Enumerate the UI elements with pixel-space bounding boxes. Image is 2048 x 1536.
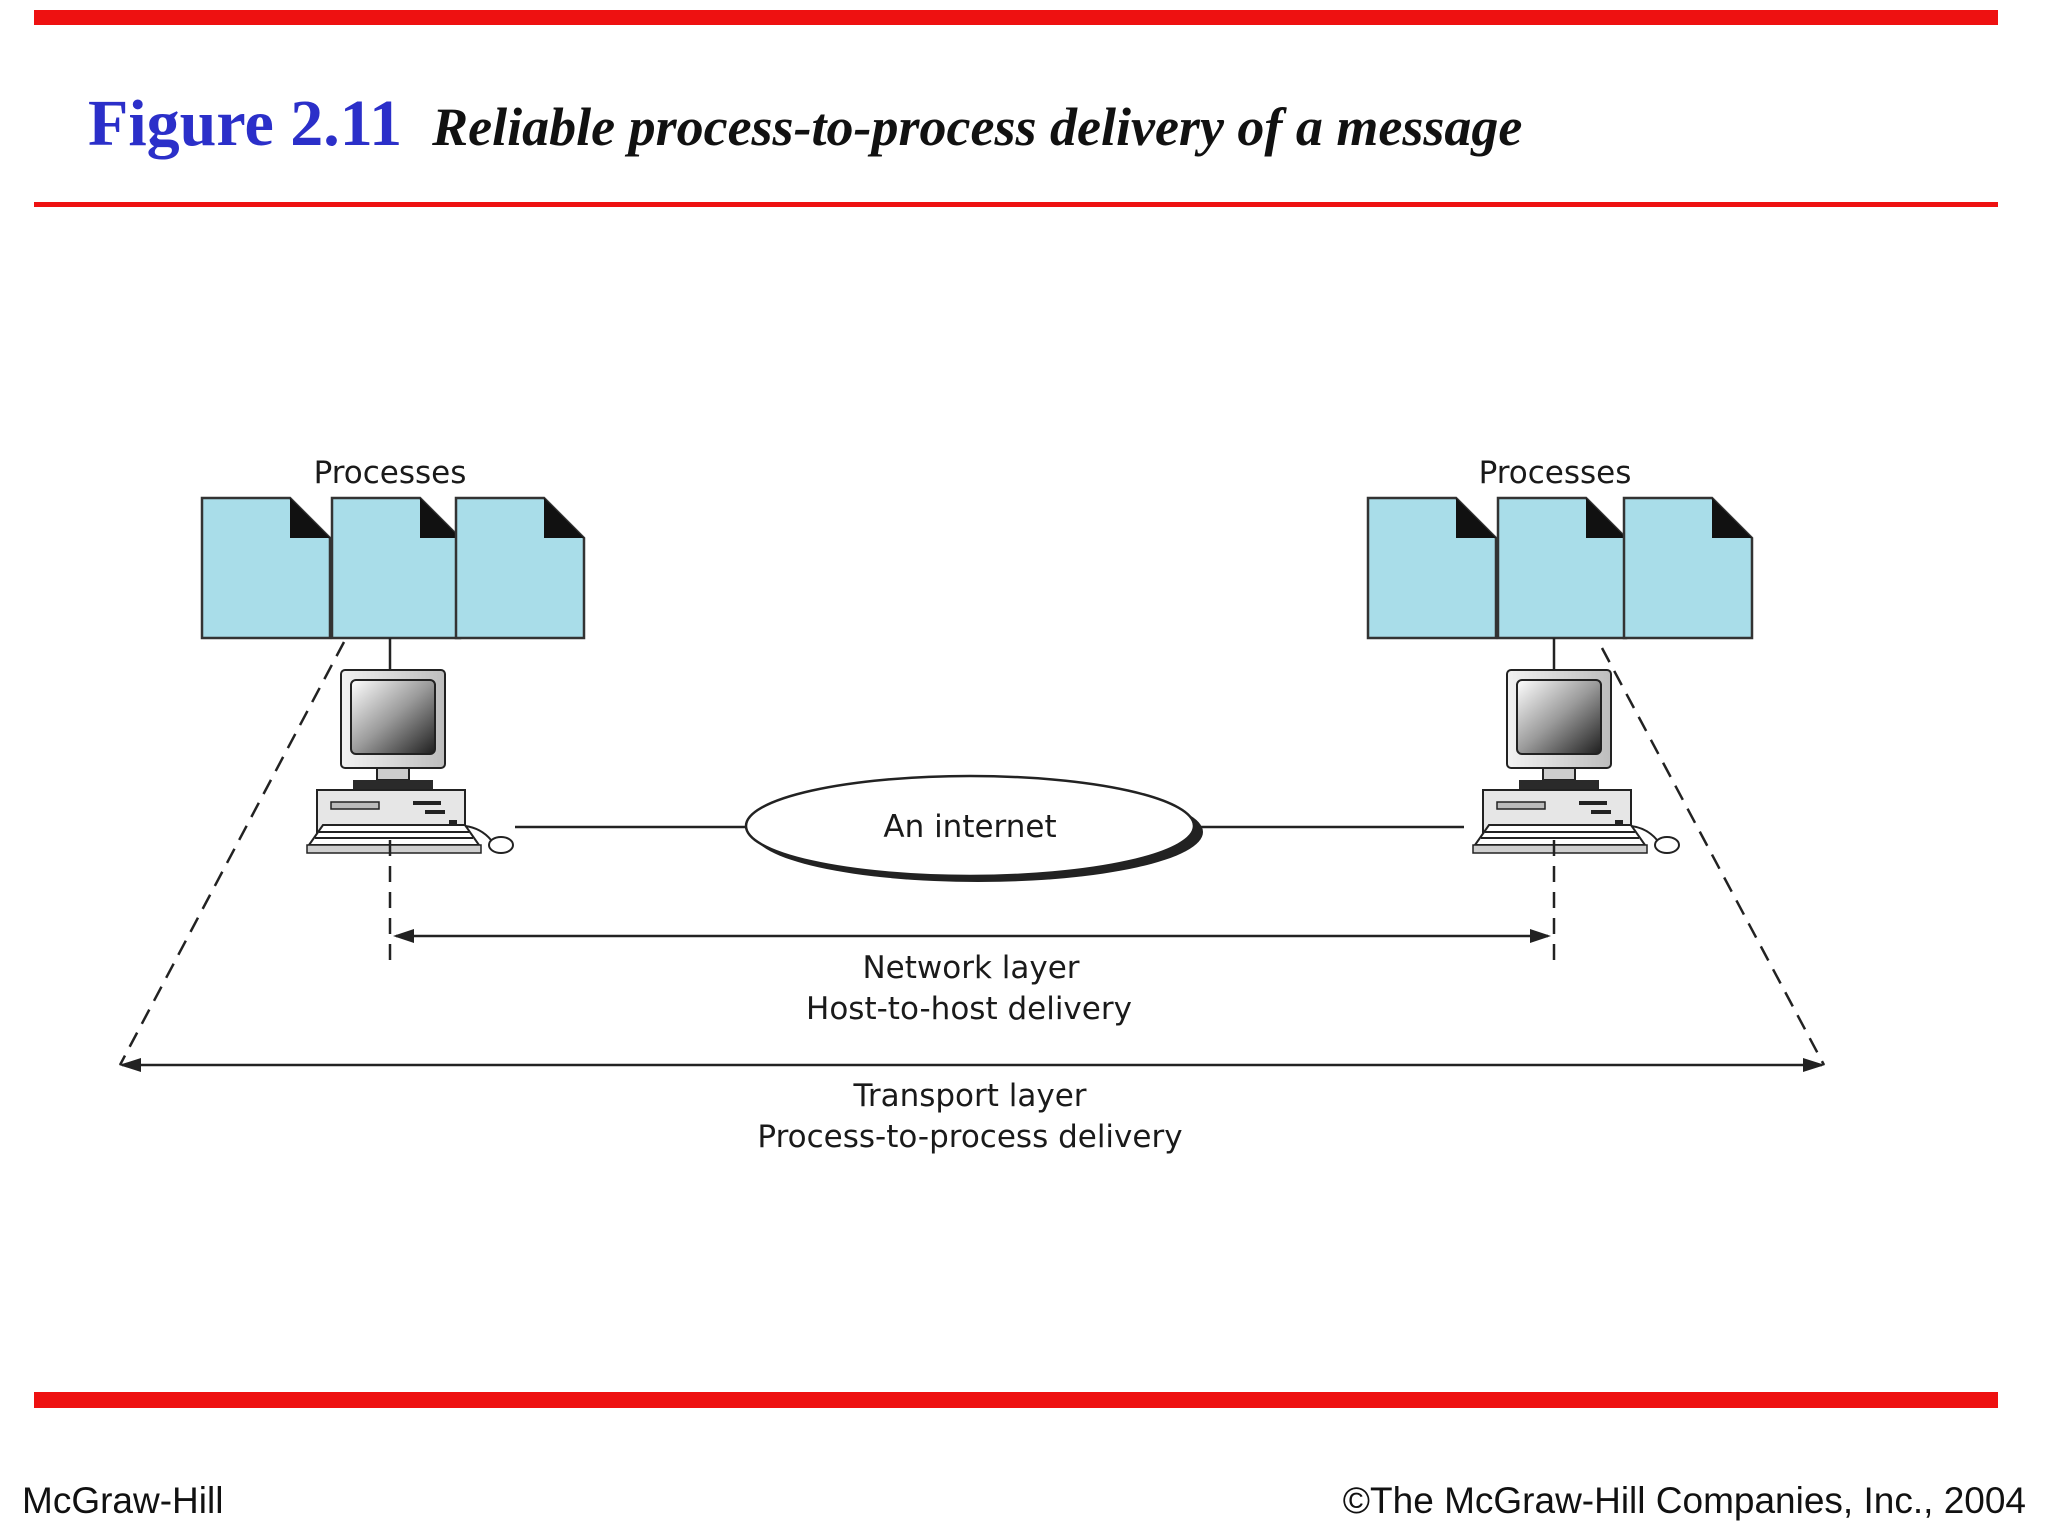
process-to-process-label: Process-to-process delivery bbox=[757, 1119, 1182, 1155]
left-process-2-icon bbox=[330, 496, 462, 640]
slide-title: Figure 2.11 Reliable process-to-process d… bbox=[88, 86, 1522, 162]
title-underline-rule bbox=[34, 202, 1998, 207]
figure-caption: Reliable process-to-process delivery of … bbox=[432, 97, 1523, 157]
internet-label: An internet bbox=[883, 809, 1056, 845]
bottom-red-rule bbox=[34, 1392, 1998, 1408]
right-computer-icon bbox=[1472, 669, 1680, 854]
left-computer-icon bbox=[306, 669, 514, 854]
top-red-rule bbox=[34, 10, 1998, 25]
left-processes-label: Processes bbox=[314, 455, 467, 491]
right-processes-label: Processes bbox=[1479, 455, 1632, 491]
network-layer-label: Network layer bbox=[862, 950, 1079, 986]
internet-cloud-icon bbox=[744, 774, 1196, 878]
footer-copyright: ©The McGraw-Hill Companies, Inc., 2004 bbox=[1342, 1480, 2026, 1521]
left-process-1-icon bbox=[200, 496, 332, 640]
left-process-3-icon bbox=[454, 496, 586, 640]
right-process-1-icon bbox=[1366, 496, 1498, 640]
host-to-host-label: Host-to-host delivery bbox=[806, 991, 1132, 1027]
right-process-2-icon bbox=[1496, 496, 1628, 640]
transport-layer-label: Transport layer bbox=[852, 1078, 1086, 1114]
right-process-3-icon bbox=[1622, 496, 1754, 640]
figure-number: Figure 2.11 bbox=[88, 87, 403, 160]
footer-publisher: McGraw-Hill bbox=[22, 1480, 224, 1521]
